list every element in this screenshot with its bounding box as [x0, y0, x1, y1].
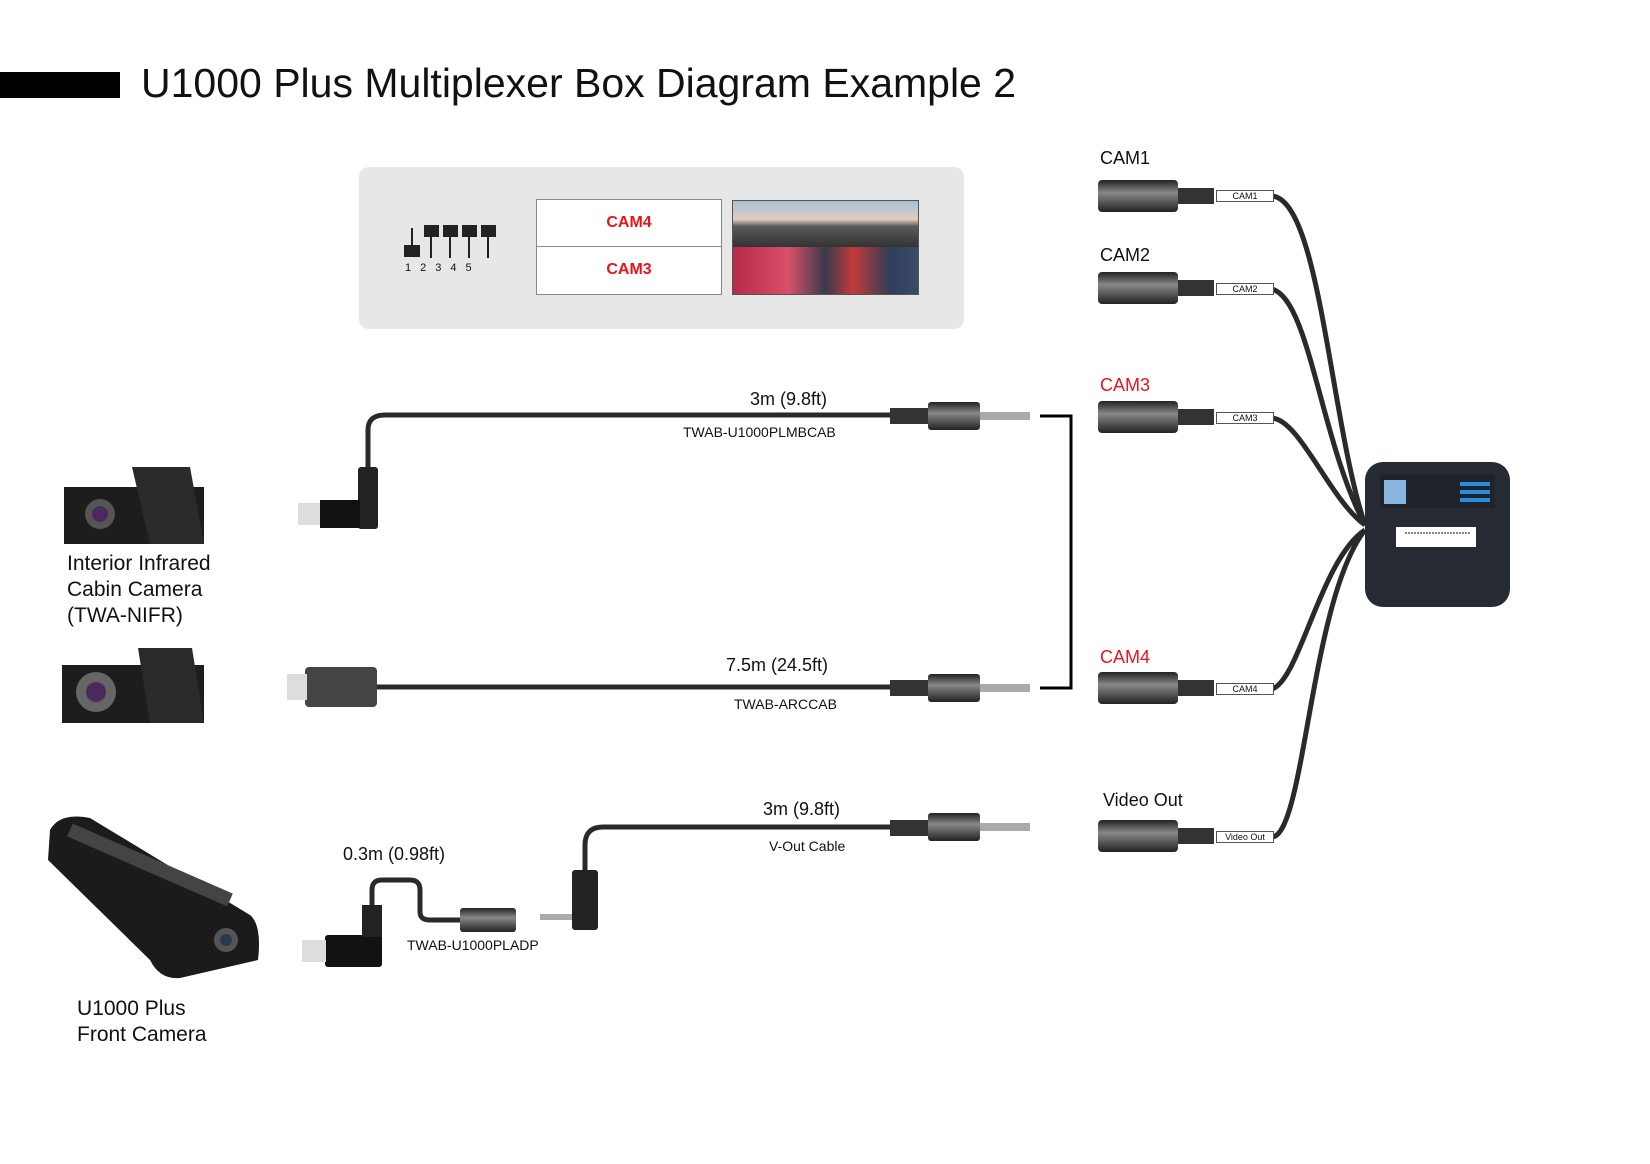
- split-bottom-label: CAM3: [606, 261, 652, 278]
- infrared-camera-image: [64, 467, 204, 544]
- cable-arccab: [287, 667, 1030, 707]
- cable-tag-video-out: Video Out: [1216, 831, 1274, 843]
- split-view-layout: CAM4 CAM3: [536, 199, 722, 295]
- cable-part-adapter: TWAB-U1000PLADP: [407, 937, 539, 953]
- cable-tag-cam2: CAM2: [1216, 283, 1274, 295]
- dip-switch-icon: [404, 225, 496, 258]
- cable-part-vout: V-Out Cable: [769, 838, 846, 854]
- multiplexer-box: [1365, 462, 1510, 607]
- cable-part-arccab: TWAB-ARCCAB: [734, 696, 837, 712]
- port-label-cam3: CAM3: [1100, 375, 1151, 395]
- infrared-label-line2: Cabin Camera: [67, 578, 203, 601]
- connection-bracket: [1040, 414, 1073, 690]
- infrared-camera-label: Interior Infrared Cabin Camera (TWA-NIFR…: [67, 551, 211, 629]
- split-view-preview-image: [732, 200, 919, 295]
- cable-length-plmbcab: 3m (9.8ft): [750, 389, 828, 409]
- cable-part-plmbcab: TWAB-U1000PLMBCAB: [683, 424, 836, 440]
- cable-length-arccab: 7.5m (24.5ft): [726, 655, 829, 675]
- infrared-label-line1: Interior Infrared: [67, 552, 211, 575]
- title-bar-decoration: [0, 72, 120, 98]
- front-label-line2: Front Camera: [77, 1023, 207, 1046]
- cable-adapter: [302, 877, 516, 967]
- port-label-cam1: CAM1: [1100, 148, 1151, 168]
- front-camera-label: U1000 Plus Front Camera: [77, 996, 207, 1048]
- cable-vout: [540, 813, 1030, 930]
- cable-length-adapter: 0.3m (0.98ft): [343, 844, 446, 864]
- page-title: U1000 Plus Multiplexer Box Diagram Examp…: [141, 60, 1017, 106]
- port-connectors: [1098, 180, 1214, 852]
- front-camera-image: [48, 816, 259, 979]
- harness-cables: [1270, 193, 1368, 840]
- dip-switch-numbers: 12345: [405, 262, 481, 274]
- cable-plmbcab: [298, 402, 1030, 529]
- cable-tag-cam3: CAM3: [1216, 412, 1274, 424]
- front-label-line1: U1000 Plus: [77, 997, 186, 1020]
- cable-length-vout: 3m (9.8ft): [763, 799, 841, 819]
- port-label-cam2: CAM2: [1100, 245, 1151, 265]
- cabin-camera-image: [62, 648, 204, 723]
- port-label-cam4: CAM4: [1100, 647, 1151, 667]
- cable-tag-cam1: CAM1: [1216, 190, 1274, 202]
- split-top-label: CAM4: [537, 200, 721, 247]
- cable-tag-cam4: CAM4: [1216, 683, 1274, 695]
- port-label-video-out: Video Out: [1103, 790, 1183, 810]
- infrared-label-line3: (TWA-NIFR): [67, 604, 183, 627]
